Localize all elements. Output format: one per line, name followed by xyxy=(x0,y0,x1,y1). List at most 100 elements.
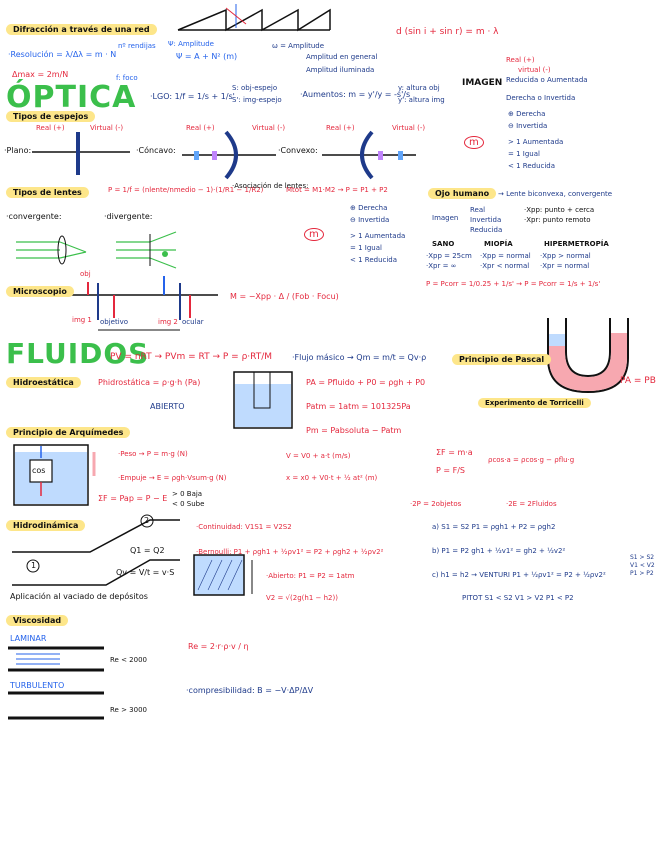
miopia-xpp: ·Xpp = normal xyxy=(480,252,531,260)
compresibilidad-formula: ·compresibilidad: B = −V·ΔP/ΔV xyxy=(186,686,314,695)
re-low-label: Re < 2000 xyxy=(110,656,147,664)
y-obj-label: y: altura obj xyxy=(398,84,440,92)
convexo-label: ·Convexo: xyxy=(278,146,318,155)
imagen-item-4: Derecha o Invertida xyxy=(506,94,576,102)
hiper-xpp: ·Xpp > normal xyxy=(540,252,591,260)
lentes-title: Tipos de lentes xyxy=(6,187,89,198)
sube-label: < 0 Sube xyxy=(172,500,205,508)
viscosidad-title: Viscosidad xyxy=(6,615,69,626)
ojo-item-1: Real xyxy=(470,206,486,214)
resolution-formula: ·Resolución = λ/Δλ = m · N xyxy=(8,50,117,59)
n-label: nº rendijas xyxy=(118,42,156,50)
pman-formula: Pm = Pabsoluta − Patm xyxy=(306,426,402,435)
hidrostatica-title: Hidroestática xyxy=(6,377,81,388)
omega-equal: ω = Amplitude xyxy=(272,42,325,50)
q-equality: Q1 = Q2 xyxy=(130,546,165,555)
imagen-ojo: Imagen xyxy=(432,214,459,222)
peso-formula: ·Peso → P = m·g (N) xyxy=(118,450,188,458)
divergente-label: ·divergente: xyxy=(104,212,153,221)
optica-title: ÓPTICA xyxy=(6,80,137,115)
diffraction-formula: d (sin i + sin r) = m · λ xyxy=(396,27,499,37)
grating-icon xyxy=(177,8,331,32)
sano-xpp: ·Xpp = 25cm xyxy=(426,252,472,260)
m-item-5: < 1 Reducida xyxy=(508,162,556,170)
abierto-label: ABIERTO xyxy=(150,402,185,411)
plano-label: ·Plano: xyxy=(4,146,32,155)
m-circle-1: m xyxy=(464,136,484,149)
re-high-label: Re > 3000 xyxy=(110,706,147,714)
point-2-label: 2 xyxy=(144,516,150,525)
wave-formula: Ψ = A + N² (m) xyxy=(176,52,238,61)
side-3: P1 > P2 xyxy=(630,570,654,577)
lentes-formula: P = 1/f = (nlente/nmedio − 1)·(1/R1 − 1/… xyxy=(108,186,264,194)
xpp-label: ·Xpp: punto + cerca xyxy=(524,206,595,214)
microscopio-title: Microscopio xyxy=(6,286,74,297)
s-img-label: S': img-espejo xyxy=(232,96,282,104)
diffraction-title: Difracción a través de una red xyxy=(6,24,157,35)
case-c: c) h1 = h2 → VENTURI P1 + ½ρv1² = P2 + ½… xyxy=(432,571,606,579)
newton-formula: ΣF = m·a xyxy=(436,448,473,457)
p-formula: P = F/S xyxy=(436,466,465,475)
side-1: S1 > S2 xyxy=(630,554,655,561)
virtual-label-1: Virtual (-) xyxy=(90,124,124,132)
amplitude-general: Amplitud en general xyxy=(306,53,378,61)
bernoulli-formula: ·Bernoulli: P1 + ρgh1 + ½ρv1² = P2 + ρgh… xyxy=(196,548,384,556)
obj-label: obj xyxy=(80,270,91,278)
micro-formula: M = −Xpp · Δ / (Fob · Focu) xyxy=(230,292,339,301)
ojo-title: Ojo humano xyxy=(428,188,497,199)
m-circle-2: m xyxy=(304,228,324,241)
mtot-formula: Mtot = M1·M2 → P = P1 + P2 xyxy=(286,186,388,194)
continuidad-formula: ·Continuidad: V1S1 = V2S2 xyxy=(196,523,292,531)
laminar-label: LAMINAR xyxy=(10,634,47,643)
case-b: b) P1 = P2 gh1 + ½v1² = gh2 + ½v2² xyxy=(432,547,566,555)
dosP-formula: ·2P = 2objetos xyxy=(410,500,462,508)
turbulento-label: TURBULENTO xyxy=(10,681,65,690)
m-item-1: ⊕ Derecha xyxy=(508,110,546,118)
img1-label: img 1 xyxy=(72,316,92,324)
point-1-label: 1 xyxy=(31,561,37,570)
qv-formula: Qv = V/t = v·S xyxy=(116,568,175,577)
concavo-label: ·Cóncavo: xyxy=(136,146,176,155)
sano-label: SANO xyxy=(432,240,455,248)
ojo-item-2: Invertida xyxy=(470,216,502,224)
imagen-item-3: Reducida o Aumentada xyxy=(506,76,588,84)
real-label-1: Real (+) xyxy=(36,124,65,132)
m2-item-1: ⊕ Derecha xyxy=(350,204,388,212)
m2-item-4: = 1 Igual xyxy=(350,244,382,252)
sano-xpr: ·Xpr = ∞ xyxy=(426,262,457,270)
aumentos-formula: ·Aumentos: m = y'/y = -s'/s xyxy=(300,90,411,99)
baja-label: > 0 Baja xyxy=(172,490,203,498)
flujo-formula: ·Flujo másico → Qm = m/t = Qv·ρ xyxy=(292,353,427,362)
amplitude-illuminated: Amplitud iluminada xyxy=(306,66,375,74)
patm-formula: Patm = 1atm = 101325Pa xyxy=(306,402,411,411)
virtual-label-3: Virtual (-) xyxy=(392,124,426,132)
aplicacion-label: Aplicación al vaciado de depósitos xyxy=(10,592,148,601)
side-2: V1 < V2 xyxy=(630,562,655,569)
imagen-item-1: Real (+) xyxy=(506,56,535,64)
imagen-label: IMAGEN xyxy=(462,78,503,88)
hiper-label: HIPERMETROPÍA xyxy=(544,240,609,248)
hidrodinamica-title: Hidrodinámica xyxy=(6,520,86,531)
arquimedes-title: Principio de Arquímedes xyxy=(6,427,131,438)
v2-formula: V2 = √(2g(h1 − h2)) xyxy=(266,594,338,602)
dosE-formula: ·2E = 2Fluidos xyxy=(506,500,557,508)
m-item-2: ⊖ Invertida xyxy=(508,122,548,130)
cinem2-formula: x = x0 + V0·t + ½ at² (m) xyxy=(286,474,378,482)
gas-formula: PV = nRT → PVm = RT → P = ρ·RT/M xyxy=(110,352,273,362)
xpr-label: ·Xpr: punto remoto xyxy=(524,216,591,224)
ojo-lente: → Lente biconvexa, convergente xyxy=(498,190,613,198)
hiper-xpr: ·Xpr = normal xyxy=(540,262,590,270)
m2-item-3: > 1 Aumentada xyxy=(350,232,406,240)
miopia-label: MIOPÍA xyxy=(484,240,513,248)
sumf-formula: ΣF = Pap = P − E xyxy=(98,494,168,503)
re-formula: Re = 2·r·ρ·v / η xyxy=(188,642,249,651)
img2-label: img 2 xyxy=(158,318,178,326)
real-label-3: Real (+) xyxy=(326,124,355,132)
objetivo-label: objetivo xyxy=(100,318,129,326)
cinem1-formula: V = V0 + a·t (m/s) xyxy=(286,452,351,460)
real-label-2: Real (+) xyxy=(186,124,215,132)
abierto2-formula: ·Abierto: P1 = P2 = 1atm xyxy=(266,572,355,580)
espejos-title: Tipos de espejos xyxy=(6,111,96,122)
delta-max: Δmax = 2m/N xyxy=(12,70,69,79)
